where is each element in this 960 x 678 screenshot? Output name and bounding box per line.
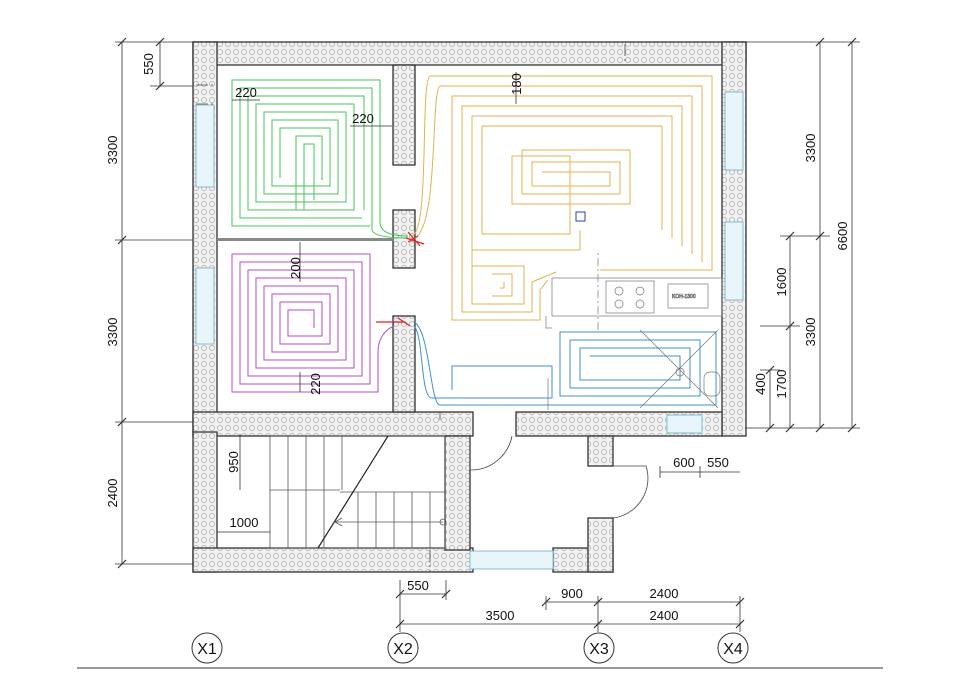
circuit-purple (231, 253, 395, 393)
staircase (269, 435, 447, 549)
axis-label-x1: X1 (197, 641, 217, 658)
dim-inner-600: 600 (673, 455, 695, 470)
window-bottom (469, 550, 554, 570)
dim-inner-220-b: 220 (352, 111, 374, 126)
dimension-lines (115, 37, 860, 632)
dim-right-3300-b: 3300 (803, 318, 818, 347)
partition-left (217, 238, 393, 241)
axis-label-x2: X2 (393, 641, 413, 658)
wall-inner-1 (392, 64, 416, 166)
dim-inner-180: 180 (509, 73, 524, 95)
dim-left-3300-mid: 3300 (105, 318, 120, 347)
wall-inner-3 (392, 315, 416, 413)
window-left-1 (195, 104, 215, 188)
circuit-yellow (411, 75, 713, 321)
dim-right-3300: 3300 (803, 134, 818, 163)
grid-axes: X1 X2 X3 X4 (77, 632, 883, 669)
dim-right-400: 400 (753, 373, 768, 395)
axis-bubble-x4 (717, 632, 749, 664)
axis-bubble-x2 (387, 632, 419, 664)
wall-bottom-left (192, 547, 474, 573)
wall-left-upper (192, 41, 218, 433)
dim-inner-220-a: 220 (235, 85, 257, 100)
door-entrance (612, 465, 649, 519)
dim-left-3300-top: 3300 (105, 136, 120, 165)
window-right-2 (724, 221, 744, 301)
wall-porch-bottom (587, 517, 614, 573)
window-mid (666, 414, 703, 434)
dim-inner-550: 550 (707, 455, 729, 470)
kitchen: KOH-1300 (545, 250, 723, 410)
door-1 (469, 435, 513, 471)
window-right-1 (724, 91, 744, 171)
wall-lower-inner (444, 435, 471, 551)
axis-label-x3: X3 (589, 641, 609, 658)
dim-bottom-3500: 3500 (486, 608, 515, 623)
dimension-labels: 550 3300 3300 2400 3300 6600 1600 3300 4… (105, 53, 850, 623)
axis-bubble-x3 (583, 632, 615, 664)
dim-inner-220-c: 220 (308, 373, 323, 395)
circuit-green (231, 79, 409, 239)
wall-mid-left (192, 411, 474, 437)
axis-bubble-x1 (191, 632, 223, 664)
dim-bottom-2400-a: 2400 (650, 586, 679, 601)
dim-bottom-550: 550 (407, 578, 429, 593)
doors (469, 435, 649, 519)
window-left-2 (195, 267, 215, 345)
dim-inner-1000: 1000 (230, 515, 259, 530)
dashed-marks (196, 44, 626, 572)
dim-right-6600: 6600 (835, 222, 850, 251)
axis-label-x4: X4 (723, 641, 743, 658)
manifold-markers (376, 211, 586, 327)
dim-inner-950: 950 (226, 451, 241, 473)
dim-bottom-2400-b: 2400 (650, 608, 679, 623)
svg-text:KOH-1300: KOH-1300 (672, 294, 696, 300)
dim-bottom-900: 900 (561, 586, 583, 601)
walls (192, 41, 747, 573)
dim-right-1600: 1600 (774, 268, 789, 297)
wall-porch-top (587, 435, 614, 467)
wall-top (192, 41, 747, 66)
dim-left-550: 550 (141, 53, 156, 75)
dim-right-1700: 1700 (774, 370, 789, 399)
marker-square (575, 211, 586, 222)
dim-inner-200: 200 (288, 257, 303, 279)
circuit-blue (413, 321, 717, 406)
wall-inner-2 (392, 209, 416, 269)
dim-left-2400: 2400 (105, 479, 120, 508)
